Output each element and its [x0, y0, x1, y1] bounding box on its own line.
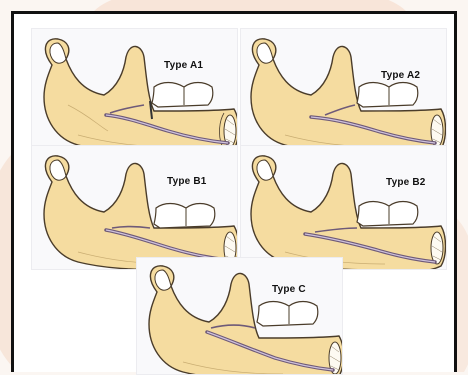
panel-label-a1: Type A1 [164, 60, 203, 71]
mandible-illustration-b1 [32, 146, 238, 270]
figure-frame: Type A1 Type A2 [11, 11, 457, 372]
panel-type-a2: Type A2 [240, 28, 447, 153]
panel-label-a2: Type A2 [381, 70, 420, 81]
panel-label-b1: Type B1 [167, 176, 207, 187]
mandible-illustration-a1 [32, 29, 238, 153]
mandible-illustration-a2 [241, 29, 447, 153]
panel-type-a1: Type A1 [31, 28, 238, 153]
mandible-illustration-b2 [241, 146, 447, 270]
mandible-illustration-c [137, 258, 343, 375]
panel-label-c: Type C [272, 284, 306, 295]
panel-type-b2: Type B2 [240, 145, 447, 270]
panel-label-b2: Type B2 [386, 177, 426, 188]
panel-type-b1: Type B1 [31, 145, 238, 270]
panel-type-c: Type C [136, 257, 343, 375]
